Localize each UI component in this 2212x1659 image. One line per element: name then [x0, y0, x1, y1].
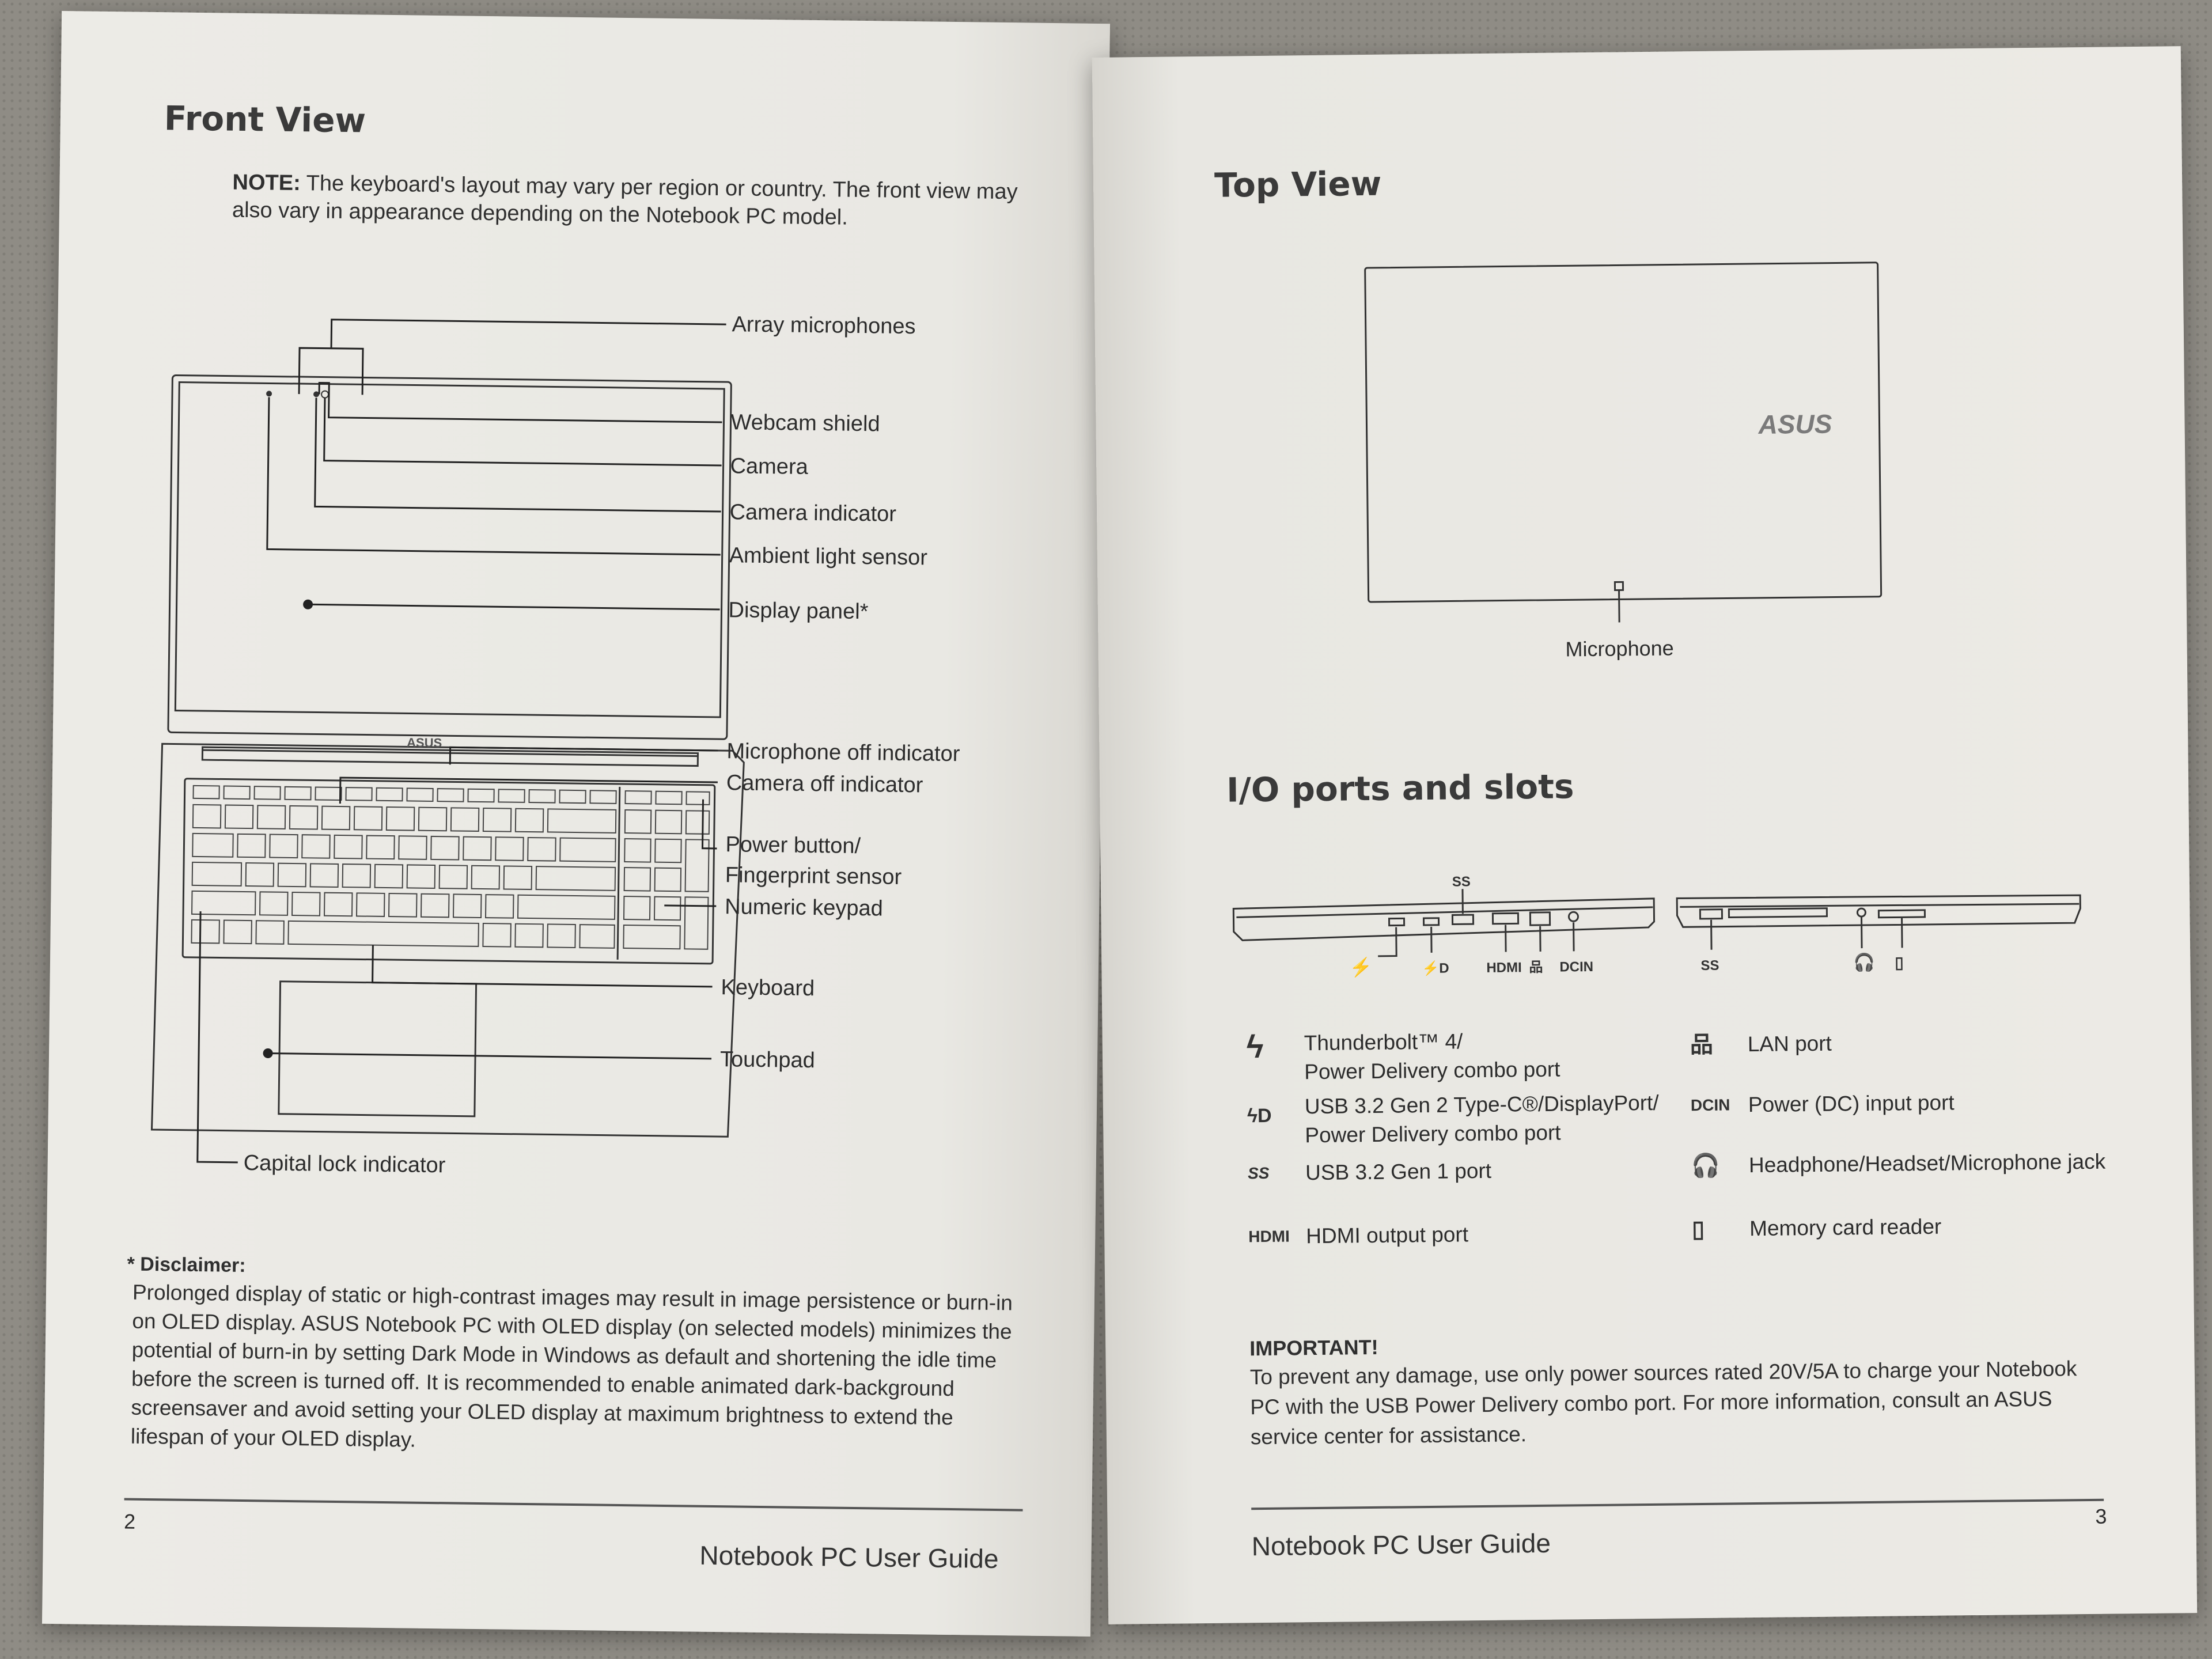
- top-microphone-hole: [1613, 581, 1624, 592]
- microphone-label: Microphone: [1565, 636, 1674, 661]
- disclaimer-text: Prolonged display of static or high-cont…: [130, 1280, 1013, 1452]
- usb-ss-icon: SS: [1247, 1164, 1270, 1183]
- laptop-lid-top: [1364, 262, 1883, 603]
- important-box: IMPORTANT! To prevent any damage, use on…: [1249, 1326, 2103, 1452]
- lan-icon: 品: [1690, 1032, 1714, 1058]
- top-view-diagram: ASUS Microphone: [1364, 262, 1883, 661]
- label-ambient-light-sensor: Ambient light sensor: [729, 543, 927, 570]
- label-fingerprint-sensor: Fingerprint sensor: [725, 863, 902, 889]
- port-dcin-line1: Power (DC) input port: [1748, 1090, 1955, 1117]
- keyboard-keys: [191, 785, 710, 950]
- port-legend-usb-ss: SS USB 3.2 Gen 1 port: [1248, 1157, 1491, 1188]
- display-panel: [174, 381, 725, 718]
- camera-dot: [321, 390, 329, 399]
- port-legend-dcin: DCIN Power (DC) input port: [1691, 1088, 1955, 1120]
- label-capital-lock-indicator: Capital lock indicator: [244, 1151, 446, 1177]
- label-camera: Camera: [730, 454, 809, 479]
- io-title: I/O ports and slots: [1226, 767, 1574, 810]
- right-page: Top View ASUS Microphone I/O ports and s…: [1092, 46, 2198, 1624]
- usbc-dp-mini-icon: ⚡D: [1422, 960, 1449, 976]
- port-usbc-line2: Power Delivery combo port: [1305, 1120, 1561, 1147]
- label-webcam-shield: Webcam shield: [730, 410, 880, 436]
- label-display-panel: Display panel*: [728, 598, 869, 624]
- keyboard: [181, 778, 716, 965]
- ambient-light-sensor-dot: [266, 391, 272, 397]
- touchpad: [278, 980, 478, 1118]
- label-power-button: Power button/: [725, 832, 861, 858]
- left-footer-title: Notebook PC User Guide: [699, 1540, 999, 1574]
- ss-right-label: SS: [1700, 958, 1719, 974]
- io-sides-diagram: SS ⚡ ⚡D HDMI 品 DCIN SS 🎧 ▯: [1232, 874, 2081, 978]
- note-text: The keyboard's layout may vary per regio…: [232, 171, 1018, 230]
- front-view-diagram: ASUS Array microphones Webcam shield Cam…: [150, 312, 960, 1177]
- left-page: Front View NOTE: The keyboard's layout m…: [41, 10, 1111, 1637]
- left-page-number: 2: [123, 1509, 136, 1533]
- dcin-mini-label: DCIN: [1559, 959, 1593, 975]
- label-microphone-off-indicator: Microphone off indicator: [726, 739, 960, 766]
- important-text: To prevent any damage, use only power so…: [1249, 1357, 2077, 1449]
- front-brand: ASUS: [407, 735, 442, 750]
- port-legend-headset: 🎧 Headphone/Headset/Microphone jack: [1691, 1147, 2106, 1181]
- port-legend-hdmi: HDMI HDMI output port: [1248, 1220, 1468, 1251]
- dc-in-icon: DCIN: [1690, 1096, 1730, 1115]
- port-hdmi-line1: HDMI output port: [1306, 1222, 1469, 1248]
- port-thunderbolt-line2: Power Delivery combo port: [1304, 1057, 1560, 1084]
- usb-c-displayport-icon: ϟD: [1247, 1104, 1272, 1127]
- camera-indicator-dot: [313, 391, 320, 397]
- port-legend-usb-c: ϟD USB 3.2 Gen 2 Type-C®/DisplayPort/ Po…: [1247, 1089, 1660, 1150]
- thunderbolt-mini-icon: ⚡: [1349, 957, 1372, 978]
- right-footer-rule: [1251, 1498, 2104, 1510]
- disclaimer: * Disclaimer: Prolonged display of stati…: [125, 1251, 1026, 1462]
- label-touchpad: Touchpad: [720, 1047, 815, 1073]
- laptop-lid: [167, 374, 732, 740]
- port-headset-line1: Headphone/Headset/Microphone jack: [1748, 1149, 2106, 1177]
- lan-mini-icon: 品: [1529, 960, 1543, 975]
- label-array-microphones: Array microphones: [732, 312, 915, 339]
- sd-mini-icon: ▯: [1895, 953, 1904, 971]
- leader-lines: [196, 319, 726, 1164]
- front-view-title: Front View: [164, 99, 366, 141]
- port-legend-lan: 品 LAN port: [1690, 1029, 1832, 1060]
- port-legend-memory-card: ▯ Memory card reader: [1692, 1213, 1942, 1244]
- hdmi-mini-label: HDMI: [1486, 960, 1522, 976]
- hdmi-icon: HDMI: [1248, 1227, 1290, 1246]
- label-camera-indicator: Camera indicator: [729, 500, 896, 527]
- top-view-title: Top View: [1214, 164, 1382, 205]
- laptop-base: [150, 743, 745, 1138]
- right-footer-title: Notebook PC User Guide: [1251, 1528, 1551, 1562]
- left-footer-rule: [124, 1498, 1023, 1512]
- thunderbolt-icon: ϟ: [1246, 1028, 1264, 1065]
- right-side-profile: [1676, 894, 2081, 928]
- headset-icon: 🎧: [1691, 1153, 1721, 1179]
- port-lan-line1: LAN port: [1747, 1031, 1832, 1056]
- port-usbss-line1: USB 3.2 Gen 1 port: [1305, 1158, 1492, 1185]
- headset-mini-icon: 🎧: [1853, 952, 1875, 972]
- left-side-profile: [1232, 897, 1656, 941]
- port-legend-thunderbolt: ϟ Thunderbolt™ 4/ Power Delivery combo p…: [1246, 1027, 1560, 1088]
- label-keyboard: Keyboard: [721, 975, 815, 1001]
- note-label: NOTE:: [232, 170, 301, 196]
- note: NOTE: The keyboard's layout may vary per…: [232, 169, 1051, 234]
- right-page-number: 3: [2095, 1504, 2107, 1528]
- port-memorycard-line1: Memory card reader: [1749, 1214, 1942, 1241]
- ss-top-label: SS: [1452, 874, 1471, 889]
- label-camera-off-indicator: Camera off indicator: [726, 771, 923, 797]
- port-thunderbolt-line1: Thunderbolt™ 4/: [1304, 1029, 1463, 1055]
- memory-card-icon: ▯: [1691, 1216, 1705, 1243]
- port-usbc-line1: USB 3.2 Gen 2 Type-C®/DisplayPort/: [1304, 1090, 1659, 1119]
- label-numeric-keypad: Numeric keypad: [725, 895, 883, 921]
- top-brand: ASUS: [1758, 409, 1832, 440]
